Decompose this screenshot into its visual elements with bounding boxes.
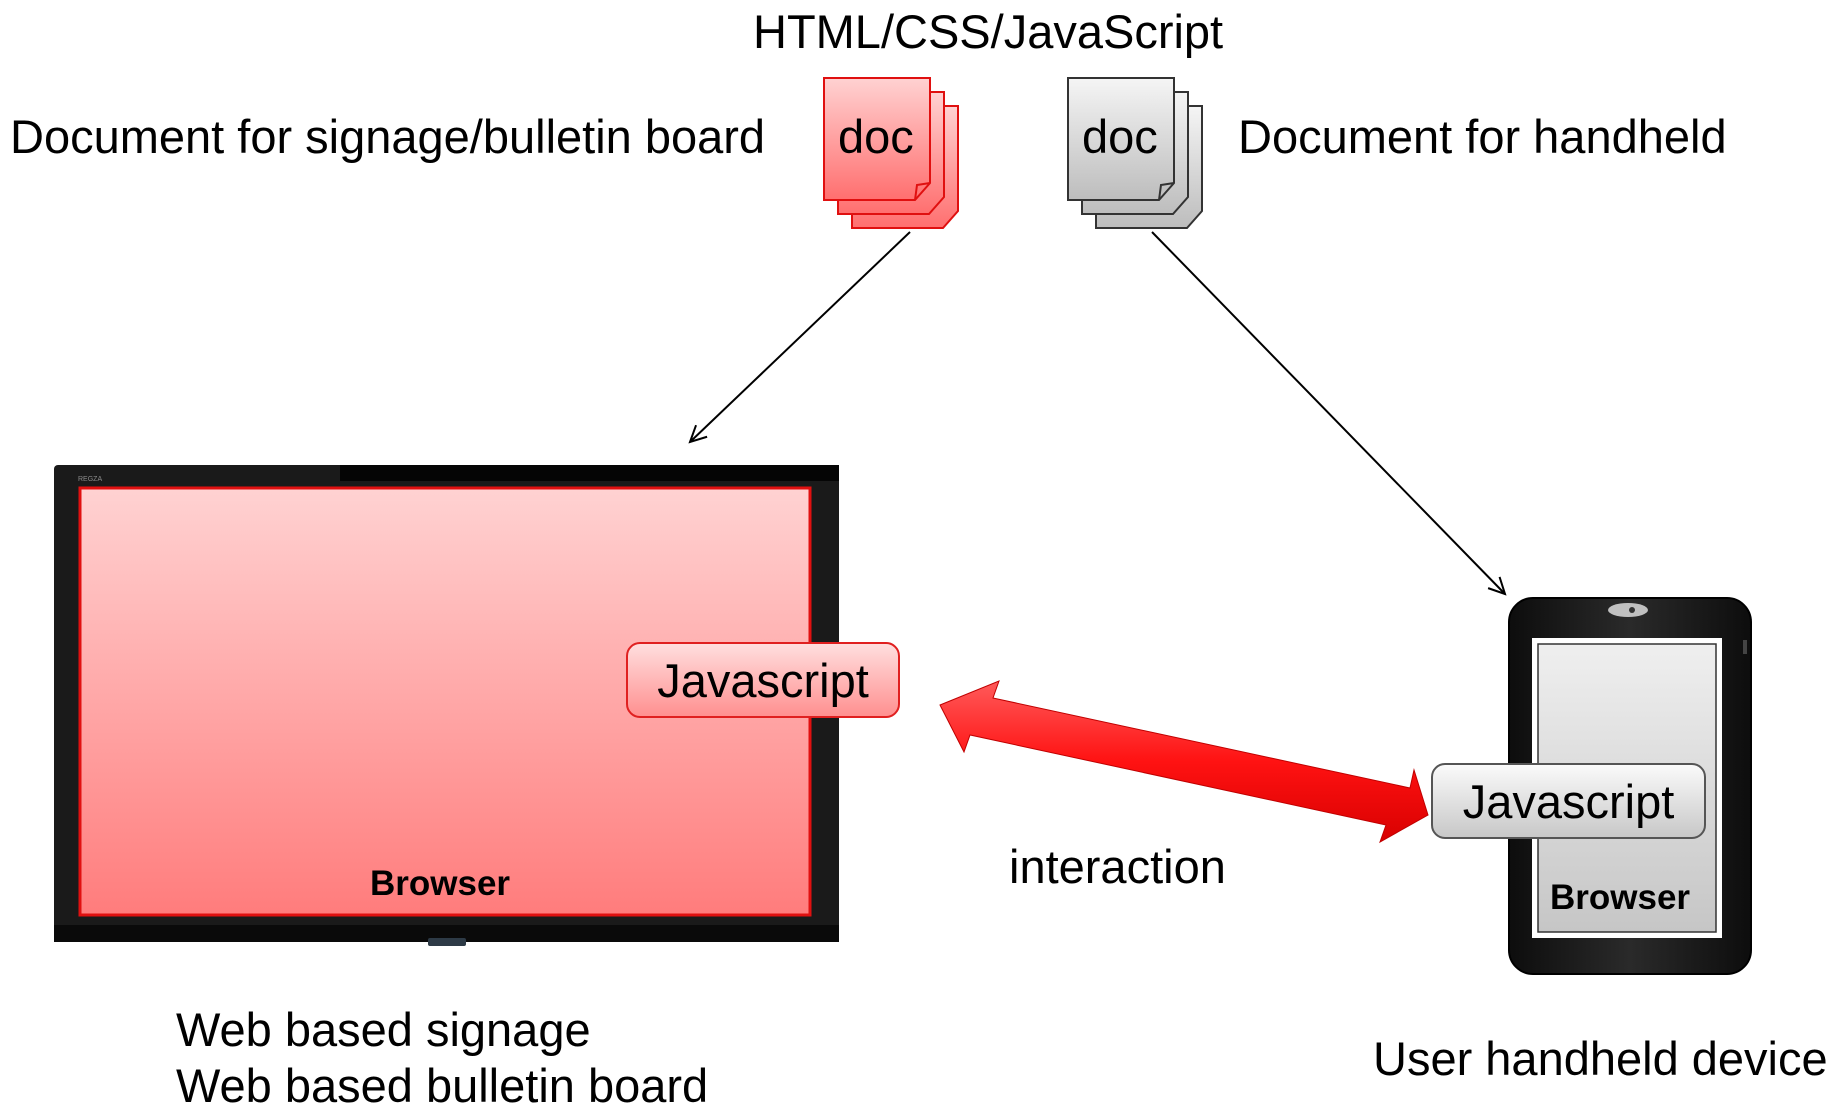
handheld-browser-label: Browser xyxy=(1550,878,1691,917)
signage-document-stack-icon xyxy=(823,77,959,229)
handheld-document-icon-text: doc xyxy=(1082,110,1158,163)
signage-browser-label: Browser xyxy=(370,864,511,903)
double-headed-arrow-icon xyxy=(939,680,1429,844)
signage-javascript-badge: Javascript xyxy=(626,642,900,718)
signage-doc-arrow xyxy=(690,231,911,442)
signage-document-label: Document for signage/bulletin board xyxy=(10,110,766,163)
signage-document-icon-text: doc xyxy=(838,110,914,163)
signage-caption-line2: Web based bulletin board xyxy=(176,1059,709,1112)
handheld-caption: User handheld device xyxy=(1373,1032,1828,1085)
interaction-label: interaction xyxy=(1009,840,1226,893)
tv-brand-text: REGZA xyxy=(78,476,102,483)
handheld-javascript-badge: Javascript xyxy=(1431,763,1706,839)
handheld-doc-arrow xyxy=(1151,231,1505,594)
handheld-document-stack-icon xyxy=(1067,77,1203,229)
page-title: HTML/CSS/JavaScript xyxy=(753,5,1224,58)
handheld-document-label: Document for handheld xyxy=(1238,110,1727,163)
signage-caption-line1: Web based signage xyxy=(176,1003,591,1056)
